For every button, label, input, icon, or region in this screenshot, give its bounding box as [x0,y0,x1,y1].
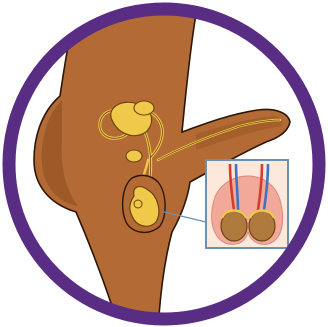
bladder-neck [134,101,154,115]
inset-testis-right [249,211,275,241]
inset-testis-left [221,211,247,241]
inset-panel [206,160,288,248]
prostate [126,150,142,162]
epididymis [134,200,142,208]
